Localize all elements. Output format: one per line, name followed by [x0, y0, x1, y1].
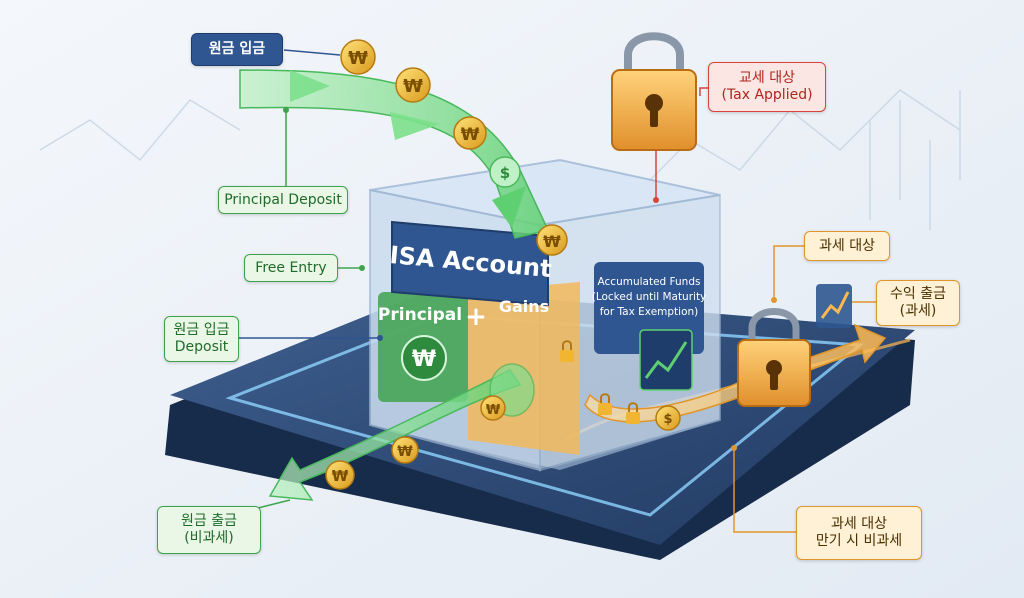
- maturity-label: 과세 대상 만기 시 비과세: [796, 506, 922, 560]
- funds-line1: Accumulated Funds: [598, 276, 701, 288]
- tax-applied-label: 교세 대상 (Tax Applied): [708, 62, 826, 112]
- free-entry-label: Free Entry: [244, 254, 338, 282]
- dollar-coin-symbol: $: [663, 412, 672, 427]
- won-coin-symbol: ₩: [348, 48, 368, 69]
- profit-withdraw-paren: (과세): [900, 303, 937, 320]
- principal-won-symbol: ₩: [412, 347, 436, 372]
- gains-text: Gains: [499, 297, 549, 316]
- maturity-exempt: 만기 시 비과세: [816, 533, 902, 550]
- won-coin-symbol: ₩: [461, 125, 480, 145]
- deposit-en-text: Deposit: [175, 339, 229, 356]
- deposit-top-label: 원금 입금: [191, 33, 283, 66]
- won-coin-symbol: ₩: [486, 403, 501, 418]
- principal-withdraw-label: 원금 출금 (비과세): [157, 506, 261, 554]
- tax-applied-en: (Tax Applied): [721, 87, 812, 104]
- profit-withdraw-label: 수익 출금 (과세): [876, 280, 960, 326]
- growth-chart-icon: [640, 330, 692, 390]
- growth-card-icon: [816, 284, 852, 328]
- won-coin-symbol: ₩: [403, 76, 423, 97]
- deposit-ko-text: 원금 입금: [174, 322, 230, 339]
- taxable-text: 과세 대상: [819, 238, 875, 255]
- won-coin-symbol: ₩: [397, 444, 413, 460]
- tax-applied-ko: 교세 대상: [739, 70, 795, 87]
- plus-sign: +: [465, 302, 487, 332]
- won-coin-symbol: ₩: [543, 232, 561, 251]
- profit-withdraw-ko: 수익 출금: [890, 286, 946, 303]
- won-coin-symbol: ₩: [332, 467, 349, 485]
- funds-line3: for Tax Exemption): [600, 306, 699, 318]
- dollar-coin-symbol: $: [500, 164, 510, 182]
- principal-withdraw-ko: 원금 출금: [181, 513, 237, 530]
- funds-line2: (Locked until Maturity: [592, 291, 707, 303]
- principal-deposit-label: Principal Deposit: [218, 186, 348, 214]
- deposit-top-text: 원금 입금: [209, 41, 265, 58]
- principal-deposit-text: Principal Deposit: [224, 192, 342, 209]
- maturity-taxable: 과세 대상: [831, 516, 887, 533]
- deposit-label: 원금 입금 Deposit: [164, 316, 239, 362]
- principal-text: Principal: [378, 305, 462, 325]
- free-entry-text: Free Entry: [255, 260, 326, 277]
- principal-withdraw-paren: (비과세): [184, 530, 234, 547]
- taxable-label: 과세 대상: [804, 231, 890, 261]
